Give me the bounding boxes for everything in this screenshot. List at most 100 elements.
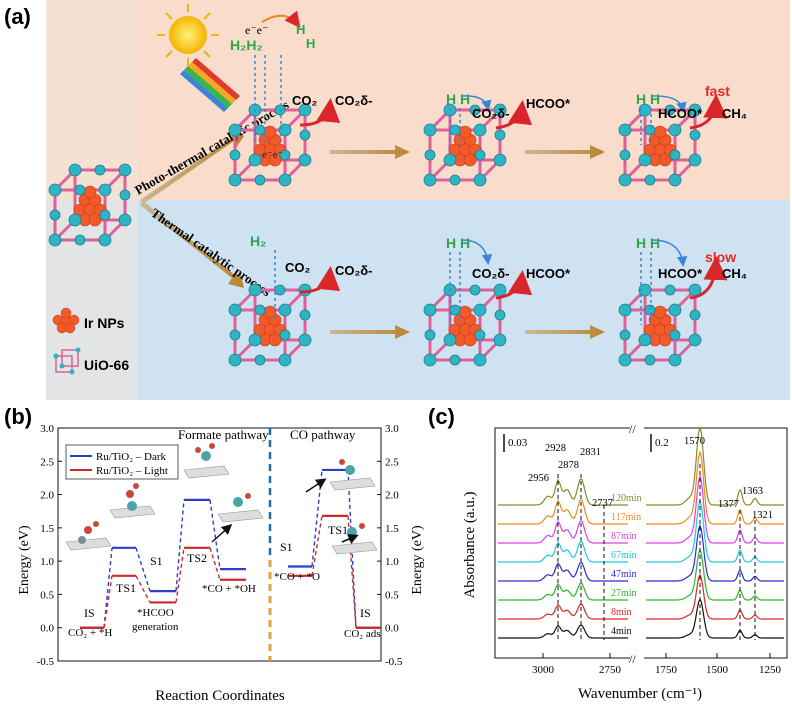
legend-box xyxy=(65,444,179,480)
trace-right xyxy=(646,597,784,639)
trace-right xyxy=(646,498,784,563)
ytick-label-right: 1.0 xyxy=(385,556,399,568)
energy-connector xyxy=(209,499,221,570)
energy-connector xyxy=(135,547,151,592)
svg-text://: // xyxy=(629,422,636,436)
peak-1363: 1363 xyxy=(742,486,763,497)
ytick-label-right: 2.5 xyxy=(385,456,399,468)
bottom-co2d-label: CO₂δ- xyxy=(335,263,373,278)
trace-label: 8min xyxy=(611,607,632,618)
panel-c: (c) // // 0.03 0.2 4min8min27min47min67m… xyxy=(428,404,788,702)
state-ts2: TS2 xyxy=(187,551,207,565)
trace-label: 4min xyxy=(611,626,632,637)
sun-icon xyxy=(157,4,219,66)
energy-connector xyxy=(103,547,113,628)
energy-connector xyxy=(175,499,185,592)
svg-text://: // xyxy=(629,652,636,666)
y-ticks-left: -0.50.00.51.01.52.02.53.0 xyxy=(37,423,62,668)
bottom2-hcoo-label: HCOO* xyxy=(526,266,571,281)
peak-2878: 2878 xyxy=(558,460,579,471)
trace-left xyxy=(498,541,628,563)
ytick-label-left: 3.0 xyxy=(40,423,54,435)
ytick-label-right: 1.5 xyxy=(385,523,399,535)
legend-ir-label: Ir NPs xyxy=(84,315,125,331)
bottom3-ch4-label: CH₄ xyxy=(722,266,747,281)
top-co2-label: CO₂ xyxy=(292,93,318,108)
ytick-label-left: 1.5 xyxy=(40,523,54,535)
photo-arrow xyxy=(140,130,244,204)
energy-connector xyxy=(135,575,151,603)
trace-label: 120min xyxy=(611,493,642,504)
xtick-label: 1750 xyxy=(655,664,678,676)
ytick-label-right: 3.0 xyxy=(385,423,399,435)
fast-label: fast xyxy=(705,83,730,99)
ytick-label-right: 0.5 xyxy=(385,589,399,601)
electrons-label: e⁻e⁻ xyxy=(245,23,268,37)
trace-right xyxy=(646,573,784,620)
plot-frame xyxy=(57,427,382,662)
bottom-h2-label: H₂ xyxy=(250,233,266,249)
peak-2831: 2831 xyxy=(580,447,601,458)
state-co2ads: CO₂ ads xyxy=(344,628,381,640)
scale-left: 0.03 xyxy=(508,437,528,449)
state-is: IS xyxy=(84,606,95,620)
ytick-label-left: -0.5 xyxy=(37,656,55,668)
trace-right xyxy=(646,451,784,525)
trace-left xyxy=(498,582,628,601)
trace-left xyxy=(498,520,628,544)
formate-title: Formate pathway xyxy=(178,427,269,442)
top2-hh-label: H H xyxy=(446,91,470,107)
scale-right: 0.2 xyxy=(655,437,669,449)
bottom-co2-label: CO₂ xyxy=(285,260,311,275)
peak-guides xyxy=(557,464,756,640)
state-cooh: *CO + *OH xyxy=(202,583,256,595)
panel-c-label: (c) xyxy=(428,404,455,429)
energy-connector xyxy=(311,515,323,576)
molecule-icons xyxy=(65,443,378,555)
panel-a-label: (a) xyxy=(4,4,31,29)
bottom2-co2d-label: CO₂δ- xyxy=(472,266,510,281)
top-h-label: H xyxy=(296,22,305,37)
trace-left xyxy=(498,478,628,506)
panel-b-label: (b) xyxy=(4,404,32,429)
h2h2-label: H₂H₂ xyxy=(230,37,263,53)
ytick-label-left: 2.5 xyxy=(40,456,54,468)
top3-ch4-label: CH₄ xyxy=(722,106,747,121)
x-label: Reaction Coordinates xyxy=(155,688,285,704)
trace-label: 87min xyxy=(611,531,637,542)
peak-1570: 1570 xyxy=(684,436,705,447)
thermal-arrow xyxy=(140,201,244,288)
electrons-in-label: e⁻e⁻ xyxy=(262,149,284,161)
state-ts1: TS1 xyxy=(116,581,136,595)
svg-text:H: H xyxy=(306,36,315,51)
trace-left xyxy=(498,499,628,525)
ytick-label-right: 2.0 xyxy=(385,490,399,502)
legend-ir-icon xyxy=(52,307,80,334)
trace-left xyxy=(498,603,628,620)
state-co2h: CO₂ + *H xyxy=(68,627,112,639)
panel-b: (b) -0.50.00.51.01.52.02.53.0 -0.50.00.5… xyxy=(4,404,425,704)
legend-uio-icon xyxy=(55,349,79,373)
state-s1: S1 xyxy=(150,554,163,568)
ytick-label-left: 2.0 xyxy=(40,490,54,502)
trace-right xyxy=(646,473,784,544)
peak-2928: 2928 xyxy=(545,443,566,454)
trace-label: 27min xyxy=(611,588,637,599)
bottom3-hh-label: H H xyxy=(636,235,660,251)
peak-2956: 2956 xyxy=(528,473,549,484)
top2-hcoo-label: HCOO* xyxy=(526,96,571,111)
bottom2-hh-label: H H xyxy=(446,235,470,251)
thermal-bg xyxy=(46,200,790,400)
light-beam-icon xyxy=(180,58,240,112)
trace-right xyxy=(646,426,784,506)
top3-hcoo-label: HCOO* xyxy=(658,106,703,121)
xtick-label: 3000 xyxy=(532,664,555,676)
y-label-left: Energy (eV) xyxy=(17,525,32,595)
xtick-label: 1500 xyxy=(706,664,729,676)
top2-co2d-label: CO₂δ- xyxy=(472,106,510,121)
trace-right xyxy=(646,548,784,601)
trace-label: 67min xyxy=(611,550,637,561)
c-x-label: Wavenumber (cm⁻¹) xyxy=(578,686,702,702)
